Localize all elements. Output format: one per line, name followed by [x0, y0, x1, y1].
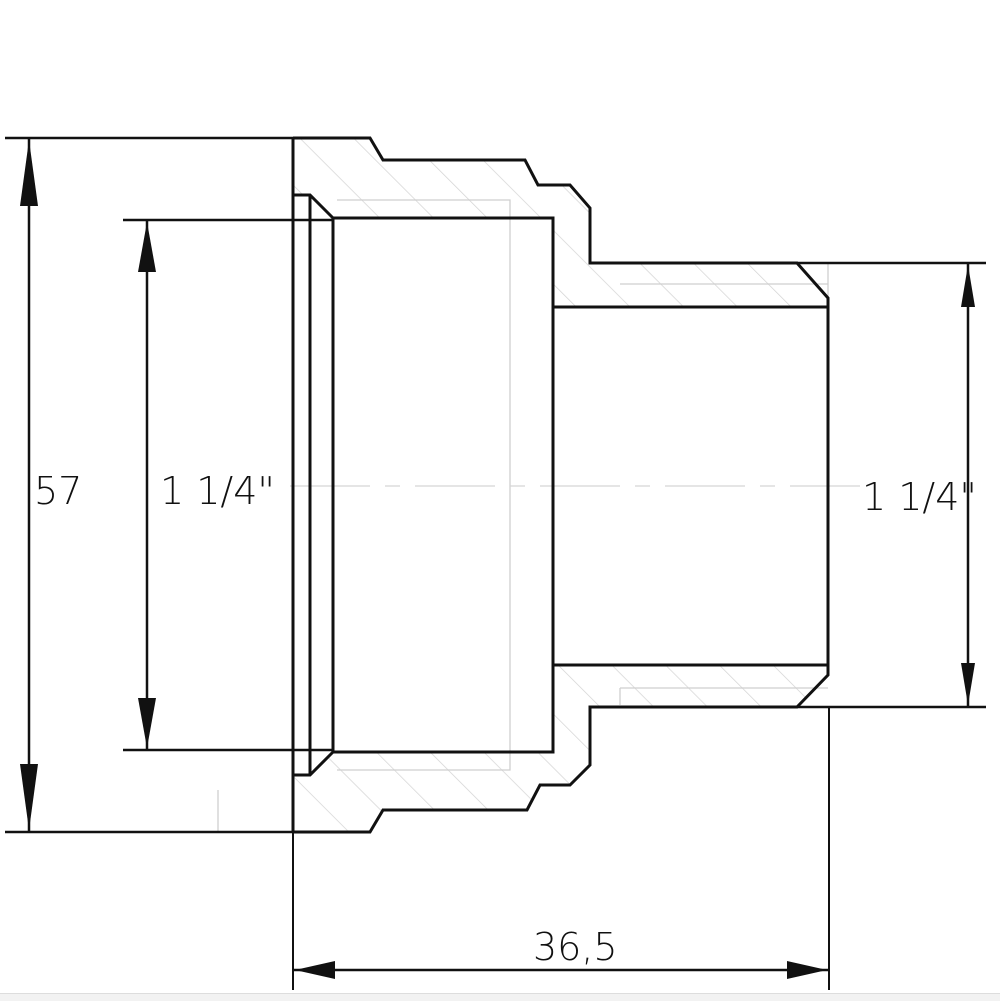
arrow-up-icon	[138, 222, 156, 272]
centerline	[290, 485, 860, 487]
dimension-male-thread	[797, 261, 986, 709]
label-overall-length: 36,5	[533, 925, 618, 969]
arrow-down-icon	[961, 663, 975, 705]
label-male-thread: 1 1/4"	[862, 475, 977, 519]
thread-lines	[217, 199, 829, 832]
label-overall-height: 57	[34, 469, 83, 513]
arrow-up-icon	[961, 265, 975, 307]
section-hatch-upper	[293, 138, 828, 307]
bottom-strip	[0, 993, 1000, 1001]
dimension-female-thread	[123, 218, 333, 752]
dimension-overall-height	[5, 136, 293, 834]
arrow-right-icon	[787, 961, 827, 979]
section-hatch-lower	[293, 665, 828, 832]
arrow-down-icon	[138, 698, 156, 748]
fitting-outline	[291, 136, 830, 834]
dimension-overall-length	[292, 707, 830, 990]
arrow-up-icon	[20, 140, 38, 206]
label-female-thread: 1 1/4"	[160, 469, 275, 513]
arrow-left-icon	[295, 961, 335, 979]
arrow-down-icon	[20, 764, 38, 830]
